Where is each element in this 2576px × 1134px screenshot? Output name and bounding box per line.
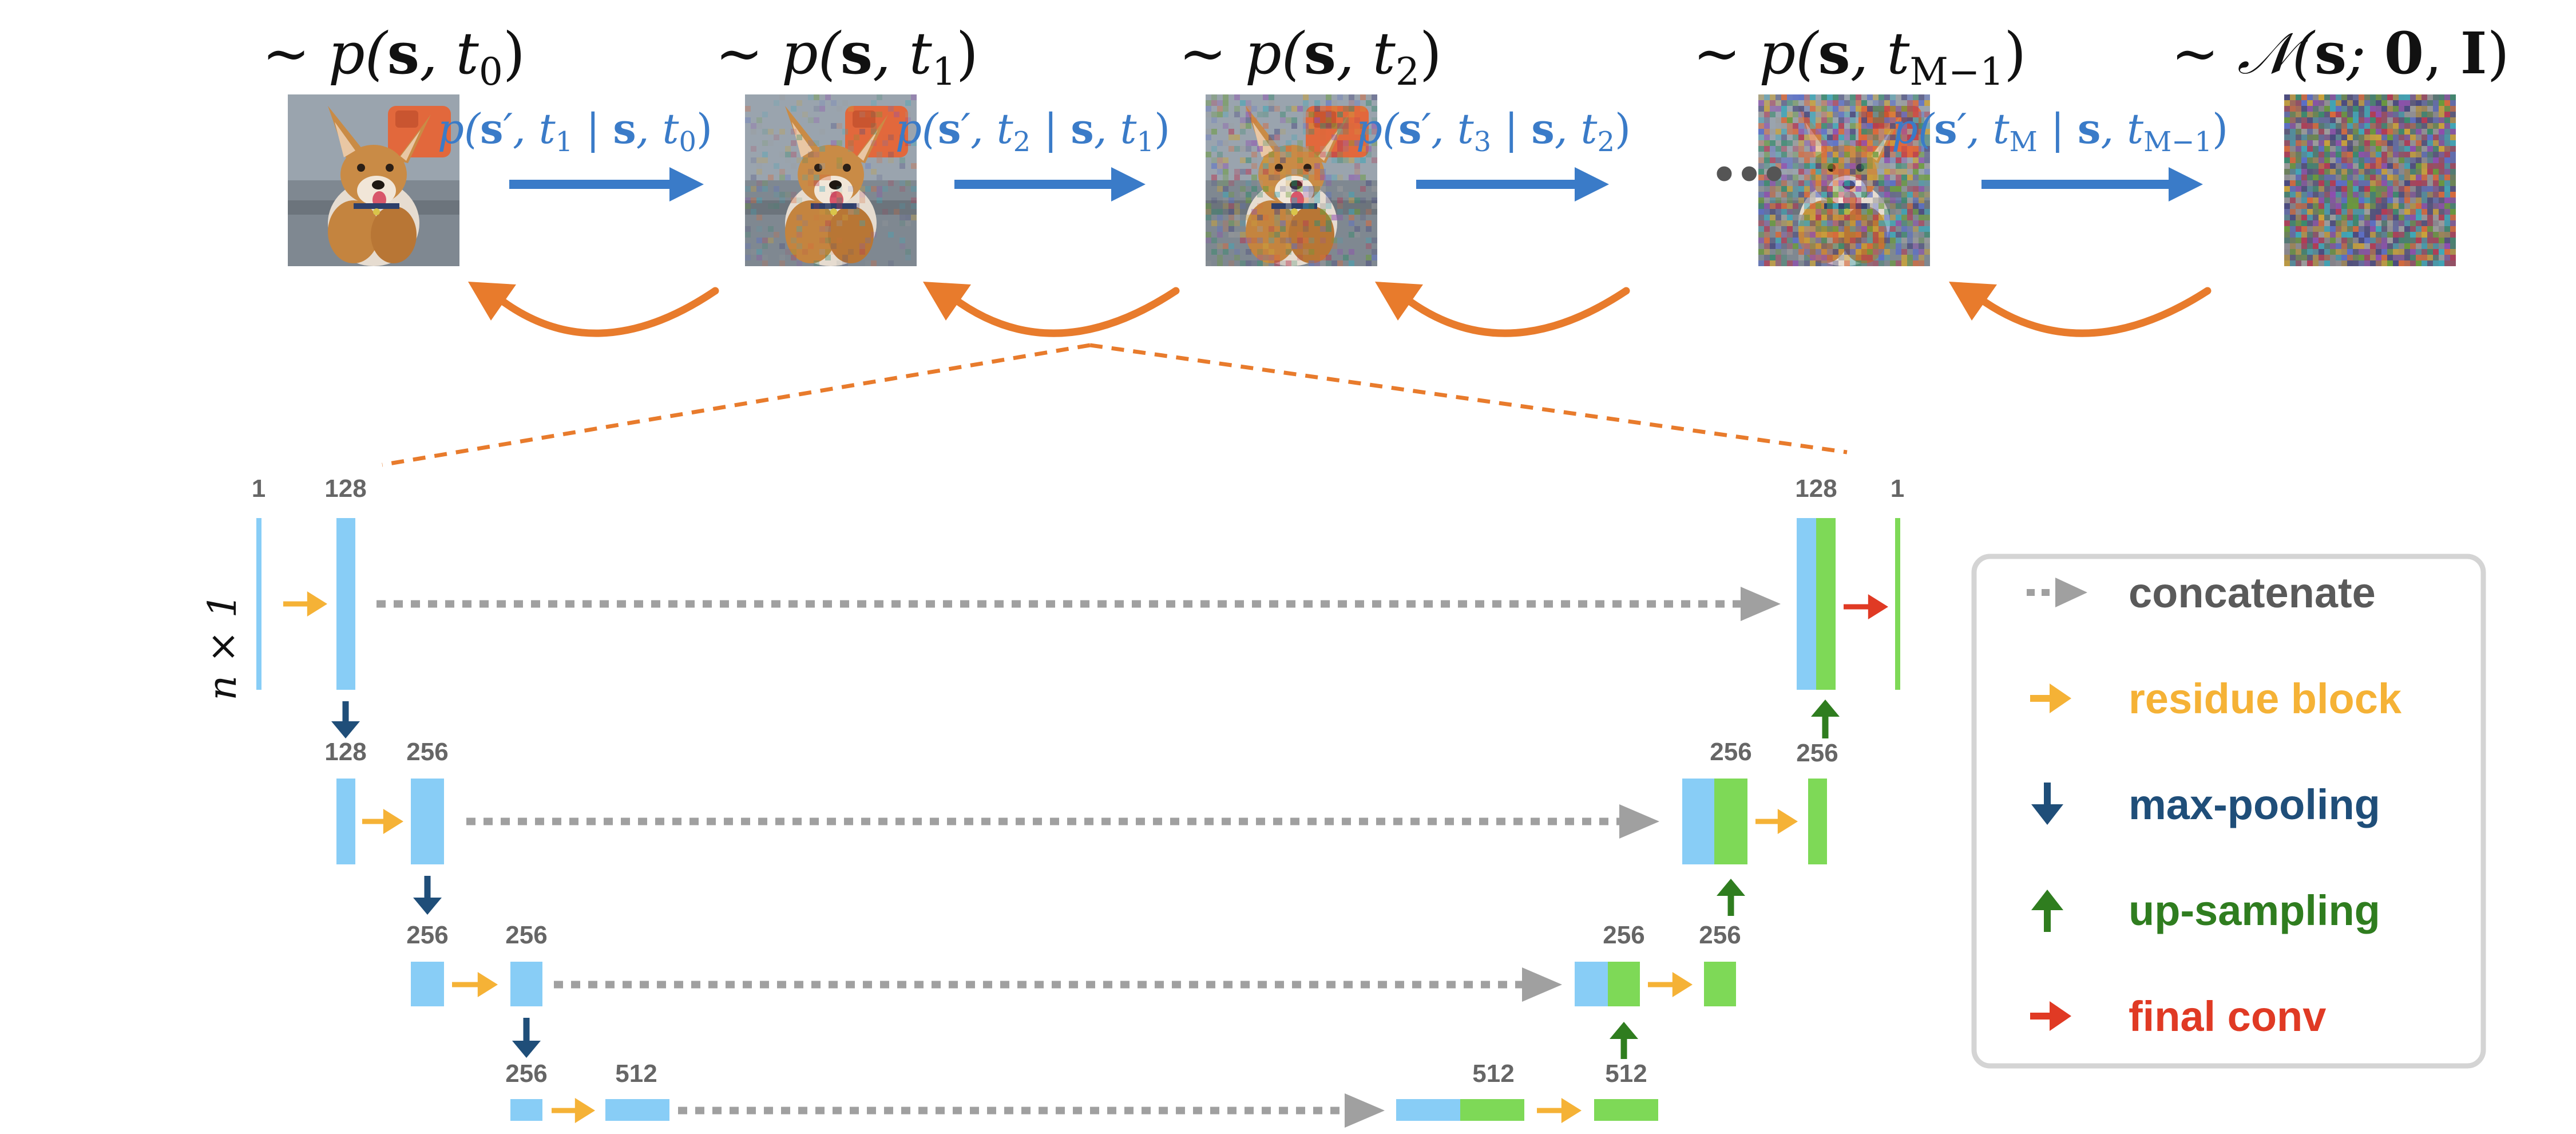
reverse-arrowhead [1949, 282, 1997, 321]
reverse-arrowhead [923, 282, 971, 321]
diffusion-image [745, 94, 917, 266]
feature-block [336, 518, 355, 690]
legend-pool-label: max-pooling [2129, 781, 2380, 828]
reverse-arrow [1975, 287, 2212, 337]
feature-block [1594, 1099, 1658, 1121]
feature-block [1808, 779, 1827, 864]
distribution-label: ~ p(s, t1) [715, 19, 978, 94]
feature-block [1608, 962, 1640, 1006]
pooling-arrow-head [331, 721, 360, 738]
channel-label: 128 [324, 738, 366, 766]
channel-label: 256 [1603, 921, 1644, 949]
forward-arrowhead [2169, 167, 2203, 201]
transition-label: p(s′, tM | s, tM−1) [1892, 104, 2228, 158]
feature-block [605, 1099, 669, 1121]
channel-label: 256 [1796, 739, 1838, 767]
channel-label: 1 [252, 475, 265, 503]
feature-block [336, 779, 355, 864]
feature-block [1816, 518, 1836, 690]
feature-block [1704, 962, 1736, 1006]
input-dim-label: n × 1 [200, 593, 245, 700]
diffusion-image [2284, 94, 2456, 266]
reverse-process [468, 282, 2212, 337]
distribution-label: ~ 𝒩(s; 0, I) [2171, 19, 2509, 87]
reverse-arrowhead [1375, 282, 1423, 321]
unet: 1 128 128 1 128 256 256 256 256 256 256 256 256 512 51… [252, 475, 1904, 1128]
concat-arrow-head [1741, 587, 1781, 621]
feature-block [1714, 779, 1747, 864]
reverse-arrow [494, 287, 719, 337]
concat-arrow-head [1619, 804, 1659, 839]
feature-block [1797, 518, 1816, 690]
distribution-label: ~ p(s, tM−1) [1693, 19, 2027, 94]
distribution-labels: ~ p(s, t0) ~ p(s, t1) ~ p(s, t2) ~ p(s, tM−… [262, 19, 2509, 94]
feature-block [411, 962, 444, 1006]
pooling-arrow-head [413, 898, 442, 915]
legend-concatenate-label: concatenate [2129, 569, 2376, 617]
feature-block [1575, 962, 1608, 1006]
forward-process: p(s′, t1 | s, t0) p(s′, t2 | s, t1) p(s′, … [438, 104, 2228, 201]
channel-label: 128 [324, 475, 366, 503]
feature-block [256, 518, 261, 690]
residue-arrow-head [1777, 809, 1798, 834]
feature-block [1682, 779, 1714, 864]
diffusion-image [1206, 94, 1377, 266]
upsampling-arrow-head [1811, 700, 1840, 717]
forward-arrowhead [669, 167, 704, 201]
channel-label: 256 [505, 921, 547, 949]
channel-label: 512 [1605, 1060, 1647, 1088]
forward-arrowhead [1111, 167, 1146, 201]
legend-final-label: final conv [2129, 993, 2326, 1040]
feature-block [1895, 518, 1900, 690]
legend-residue-label: residue block [2129, 675, 2402, 722]
zoom-lines [382, 343, 1848, 467]
concat-arrow-head [1345, 1093, 1385, 1128]
residue-arrow-head [1672, 972, 1693, 997]
forward-arrowhead [1575, 167, 1609, 201]
feature-block [510, 962, 542, 1006]
channel-label: 256 [505, 1060, 547, 1088]
channel-label: 512 [1472, 1060, 1514, 1088]
residue-arrow-head [383, 809, 403, 834]
upsampling-arrow-head [1717, 879, 1745, 896]
legend: concatenate residue block max-pooling up-sa… [1971, 554, 2486, 1069]
channel-label: 256 [406, 921, 448, 949]
channel-label: 256 [1699, 921, 1741, 949]
channel-label: 256 [406, 738, 448, 766]
diffusion-images [288, 94, 2456, 266]
feature-block [1396, 1099, 1460, 1121]
feature-block [510, 1099, 542, 1121]
feature-block [411, 779, 444, 864]
reverse-arrow [1401, 287, 1630, 337]
concat-arrow-head [1522, 967, 1562, 1002]
channel-label: 256 [1710, 738, 1751, 766]
transition-label: p(s′, t1 | s, t0) [438, 104, 712, 158]
channel-label: 1 [1891, 475, 1904, 503]
transition-label: p(s′, t3 | s, t2) [1356, 104, 1631, 158]
feature-block [1460, 1099, 1524, 1121]
diffusion-image [288, 94, 459, 266]
transition-label: p(s′, t2 | s, t1) [895, 104, 1170, 158]
ellipsis: ••• [1715, 143, 1790, 204]
legend-up-label: up-sampling [2129, 887, 2380, 934]
upsampling-arrow-head [1610, 1022, 1638, 1039]
final-conv-arrow-head [1868, 594, 1888, 619]
residue-arrow-head [477, 972, 498, 997]
pooling-arrow-head [512, 1041, 541, 1058]
residue-arrow-head [1561, 1098, 1582, 1123]
residue-arrow-head [307, 591, 327, 617]
channel-label: 128 [1795, 475, 1837, 503]
channel-label: 512 [615, 1060, 657, 1088]
reverse-arrow [949, 287, 1180, 337]
distribution-label: ~ p(s, t2) [1179, 19, 1442, 94]
reverse-arrowhead [468, 282, 516, 321]
distribution-label: ~ p(s, t0) [262, 19, 525, 94]
residue-arrow-head [574, 1098, 595, 1123]
diffusion-image [1758, 94, 1930, 266]
